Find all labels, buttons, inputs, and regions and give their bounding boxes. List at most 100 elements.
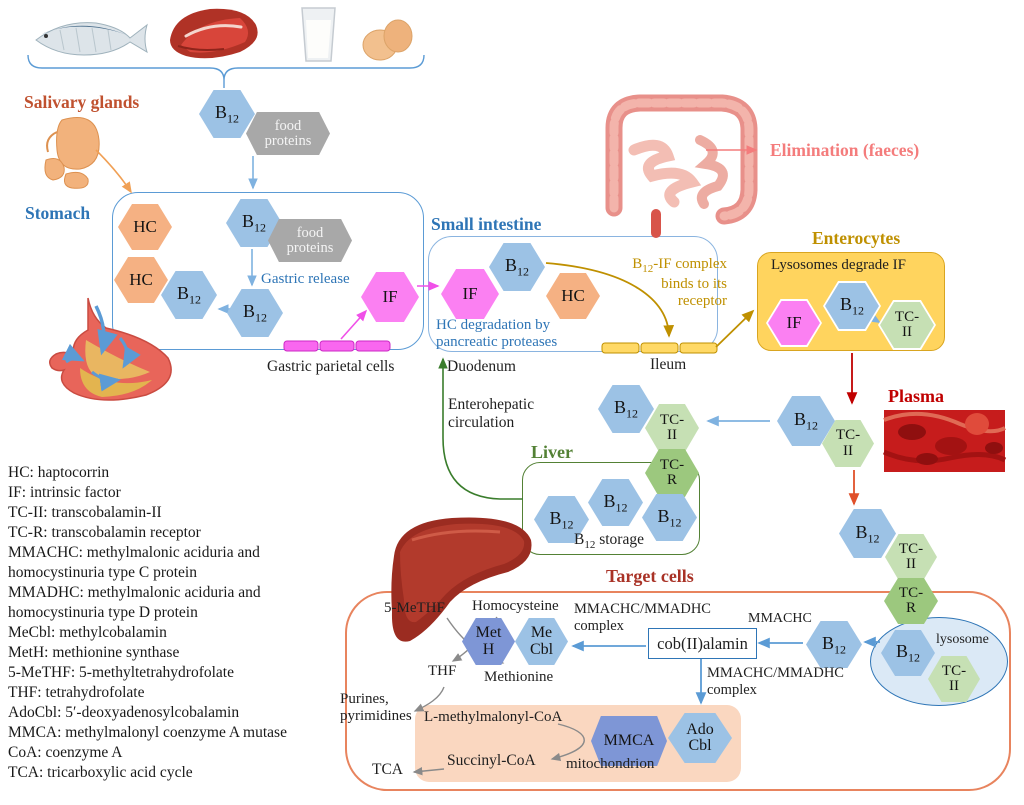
- enterohepatic-label: Enterohepatic circulation: [448, 396, 534, 432]
- legend-line: homocystinuria type C protein: [8, 564, 197, 581]
- tc-ii-hexagon: TC-II: [822, 420, 874, 467]
- b12-hexagon: B12: [839, 509, 896, 558]
- intestine-image: [605, 94, 758, 238]
- tc-ii-hexagon: TC-II: [885, 534, 937, 580]
- cob2alamin-box: cob(II)alamin: [648, 628, 757, 659]
- b12-hexagon: B12: [226, 199, 282, 247]
- thf-label: THF: [428, 663, 457, 679]
- if-hexagon: IF: [441, 269, 499, 319]
- tc-ii-hexagon: TC-II: [928, 656, 980, 702]
- mitochondrion-label: mitochondrion: [566, 756, 655, 772]
- hc-hexagon: HC: [118, 204, 172, 250]
- legend-line: HC: haptocorrin: [8, 464, 110, 481]
- b12-hexagon: B12: [534, 496, 589, 543]
- stomach-region-box: [112, 192, 424, 350]
- legend-line: MeCbl: methylcobalamin: [8, 624, 167, 641]
- b12-if-line1: B12-IF complex: [632, 256, 727, 275]
- b12-hexagon: B12: [806, 621, 862, 668]
- legend-line: AdoCbl: 5′-deoxyadenosylcobalamin: [8, 704, 240, 721]
- b12-hexagon: B12: [598, 385, 654, 433]
- plasma-label: Plasma: [888, 386, 944, 406]
- lysosomes-degrade-if-label: Lysosomes degrade IF: [771, 257, 906, 273]
- target-cells-label: Target cells: [606, 566, 694, 586]
- mmachc-label: MMACHC: [748, 611, 812, 626]
- tc-ii-hexagon: TC-II: [645, 404, 699, 452]
- legend-line: THF: tetrahydrofolate: [8, 684, 145, 701]
- b12-if-line2: binds to its: [661, 275, 727, 292]
- succinyl-coa-label: Succinyl-CoA: [447, 752, 536, 769]
- complex-line: complex: [574, 617, 624, 634]
- enterocytes-label: Enterocytes: [812, 228, 901, 248]
- legend-line: MMCA: methylmalonyl coenzyme A mutase: [8, 724, 287, 741]
- b12-hexagon: B12: [823, 281, 881, 331]
- hc-hexagon: HC: [546, 273, 600, 319]
- b12-hexagon: B12: [777, 396, 835, 446]
- salivary-glands-label: Salivary glands: [24, 92, 140, 112]
- foods-underbrace: [27, 54, 425, 88]
- if-hexagon: IF: [361, 272, 419, 322]
- milk-glass-image: [301, 7, 336, 62]
- legend-line: MMACHC: methylmalonic aciduria and: [8, 544, 260, 561]
- blood-cells-image: [882, 410, 1007, 472]
- mmachc-mmadhc-line: MMACHC/MMADHC: [574, 601, 711, 617]
- b12-hexagon: B12: [227, 289, 283, 337]
- methionine-label: Methionine: [484, 669, 554, 685]
- legend-line: 5-MeTHF: 5-methyltetrahydrofolate: [8, 664, 234, 681]
- legend-line: MMADHC: methylmalonic aciduria and: [8, 584, 261, 601]
- eggs-image: [362, 19, 413, 61]
- gastric-release-label: Gastric release: [261, 271, 350, 287]
- hc-degradation-label: HC degradation by pancreatic proteases: [436, 317, 557, 352]
- legend-line: TC-II: transcobalamin-II: [8, 504, 162, 521]
- arrow-ileum-to-enterocytes: [715, 309, 755, 348]
- gastric-parietal-cells-label: Gastric parietal cells: [267, 358, 395, 375]
- small-intestine-label: Small intestine: [431, 214, 542, 234]
- b12-if-line3: receptor: [677, 292, 727, 309]
- small-intestine-region-box: [428, 236, 718, 352]
- ileum-label: Ileum: [650, 356, 687, 373]
- legend-line: CoA: coenzyme A: [8, 744, 123, 761]
- lysosome-label: lysosome: [936, 632, 989, 647]
- legend-line: MetH: methionine synthase: [8, 644, 180, 661]
- enterohepatic-line1: Enterohepatic: [448, 396, 535, 413]
- legend-line: TCA: tricarboxylic acid cycle: [8, 764, 193, 781]
- five-methf-label: 5-MeTHF: [384, 600, 445, 616]
- b12-hexagon: B12: [199, 90, 255, 138]
- hc-degradation-line2: pancreatic proteases: [436, 334, 558, 351]
- mmachc-mmadhc-line: MMACHC/MMADHC: [707, 665, 844, 681]
- target-cells-box: [345, 591, 1011, 791]
- tc-r-hexagon: TC-R: [645, 449, 699, 497]
- tca-label: TCA: [372, 761, 403, 778]
- tc-ii-hexagon: TC-II: [878, 300, 936, 350]
- b12-hexagon: B12: [588, 479, 643, 526]
- mmca-hexagon: MMCA: [591, 716, 667, 766]
- tc-r-hexagon: TC-R: [884, 578, 938, 624]
- abbreviation-legend: HC: haptocorrin IF: intrinsic factor TC-…: [8, 463, 287, 783]
- b12-storage-label: B12 storage: [574, 531, 644, 552]
- mmachc-mmadhc-complex-label-1: MMACHC/MMADHC complex: [574, 601, 711, 634]
- meat-image: [170, 8, 258, 59]
- purines-pyrimidines-label: Purines, pyrimidines: [340, 691, 412, 726]
- b12-hexagon: B12: [489, 243, 545, 291]
- purines-line1: Purines,: [340, 691, 389, 707]
- salivary-gland-image: [44, 117, 100, 189]
- liver-storage-box: [522, 462, 700, 555]
- b12-hexagon: B12: [161, 271, 217, 319]
- elimination-label: Elimination (faeces): [770, 140, 920, 160]
- hc-hexagon: HC: [114, 257, 168, 303]
- b12-hexagon: B12: [881, 630, 935, 676]
- homocysteine-label: Homocysteine: [472, 598, 559, 614]
- legend-line: TC-R: transcobalamin receptor: [8, 524, 201, 541]
- legend-line: IF: intrinsic factor: [8, 484, 121, 501]
- if-hexagon: IF: [766, 299, 822, 347]
- duodenum-label: Duodenum: [447, 358, 516, 375]
- b12-hexagon: B12: [642, 494, 697, 541]
- arrow-salivary-to-stomach: [95, 149, 132, 194]
- mmachc-mmadhc-complex-label-2: MMACHC/MMADHC complex: [707, 665, 844, 698]
- fish-image: [35, 22, 148, 56]
